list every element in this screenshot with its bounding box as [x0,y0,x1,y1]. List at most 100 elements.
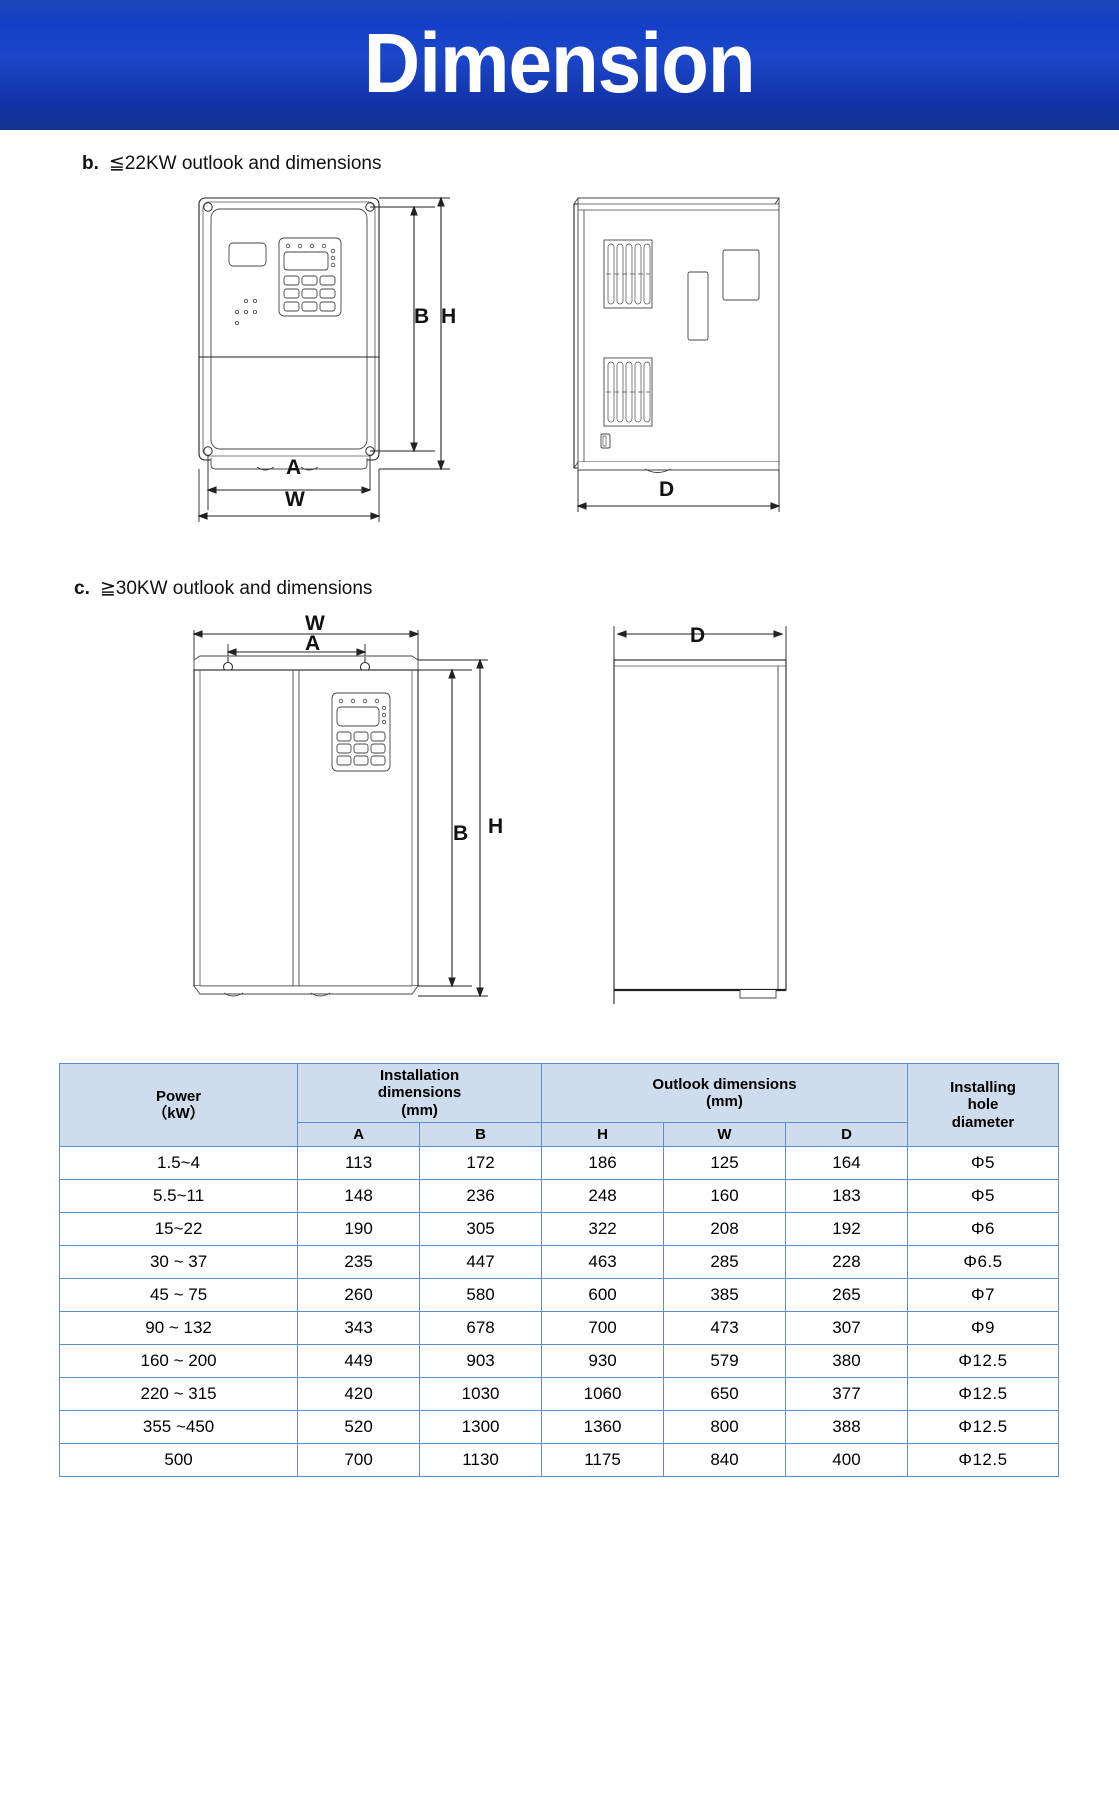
label-b-dimension-B: B [414,305,430,328]
cell-h: 600 [541,1278,665,1312]
label-c-dimension-W: W [305,612,325,635]
header-col-D: D [785,1121,908,1148]
cell-w: 650 [663,1377,786,1411]
cell-hole: Φ12.5 [906,1377,1060,1411]
22kw-side-svg [573,197,781,512]
cell-w: 800 [663,1410,786,1444]
cell-hole: Φ9 [906,1311,1060,1345]
header-installation-line2: dimensions [377,1084,462,1102]
cell-d: 388 [785,1410,908,1444]
cell-b: 580 [419,1278,543,1312]
cell-hole: Φ12.5 [906,1344,1060,1378]
cell-power: 355 ~450 [58,1410,299,1444]
dimensions-table-wrap: Power （kW） Installation dimensions (mm) … [58,1063,1060,1477]
label-c-dimension-A: A [305,632,321,655]
header-power: Power （kW） [58,1063,299,1147]
cell-w: 579 [663,1344,786,1378]
header-power-line2: （kW） [152,1105,205,1122]
label-b-dimension-D: D [659,478,675,501]
table-header-row-1: Power （kW） Installation dimensions (mm) … [58,1063,1060,1147]
cell-power: 90 ~ 132 [58,1311,299,1345]
cell-power: 5.5~11 [58,1179,299,1213]
cell-w: 473 [663,1311,786,1345]
diagram-30kw-side-view [600,608,830,1033]
cell-b: 903 [419,1344,543,1378]
header-power-line1: Power [156,1087,202,1105]
30kw-front-svg [192,630,488,998]
header-outlook-line1: Outlook dimensions [652,1075,797,1093]
cell-power: 500 [58,1443,299,1477]
table-head: Power （kW） Installation dimensions (mm) … [58,1063,1060,1148]
section-b-marker: b. [82,153,99,174]
cell-d: 192 [785,1212,908,1246]
cell-h: 248 [541,1179,665,1213]
cell-power: 160 ~ 200 [58,1344,299,1378]
header-col-W: W [663,1121,786,1148]
cell-a: 420 [297,1377,421,1411]
cell-hole: Φ12.5 [906,1410,1060,1444]
header-outlook-line2: (mm) [706,1092,743,1110]
cell-power: 220 ~ 315 [58,1377,299,1411]
cell-d: 380 [785,1344,908,1378]
cell-w: 385 [663,1278,786,1312]
section-b-text: ≦22KW outlook and dimensions [108,153,382,174]
cell-h: 1060 [541,1377,665,1411]
cell-d: 164 [785,1146,908,1180]
diagram-30kw-front-view [180,608,500,1033]
cell-h: 186 [541,1146,665,1180]
cell-w: 840 [663,1443,786,1477]
cell-b: 172 [419,1146,543,1180]
header-installing-hole-diameter: Installing hole diameter [906,1063,1060,1147]
header-col-H: H [541,1121,665,1148]
cell-a: 260 [297,1278,421,1312]
30kw-side-svg [613,626,787,1004]
cell-power: 15~22 [58,1212,299,1246]
section-b-caption: b. ≦22KW outlook and dimensions [82,152,381,175]
cell-h: 322 [541,1212,665,1246]
header-installation-dimensions: Installation dimensions (mm) [297,1063,543,1123]
label-c-dimension-H: H [488,815,504,838]
cell-hole: Φ7 [906,1278,1060,1312]
label-c-dimension-D: D [690,624,706,647]
cell-w: 208 [663,1212,786,1246]
cell-h: 463 [541,1245,665,1279]
cell-hole: Φ5 [906,1146,1060,1180]
22kw-front-svg [197,196,450,522]
cell-hole: Φ12.5 [906,1443,1060,1477]
cell-a: 343 [297,1311,421,1345]
cell-b: 447 [419,1245,543,1279]
section-c-text: ≧30KW outlook and dimensions [99,578,373,599]
cell-a: 520 [297,1410,421,1444]
header-hole-line1: Installing [950,1079,1016,1097]
cell-h: 700 [541,1311,665,1345]
cell-d: 228 [785,1245,908,1279]
section-c-marker: c. [74,578,90,599]
diagram-22kw-side-view [560,190,820,530]
cell-d: 307 [785,1311,908,1345]
cell-b: 1130 [419,1443,543,1477]
cell-a: 148 [297,1179,421,1213]
header-outlook-dimensions: Outlook dimensions (mm) [541,1063,908,1123]
cell-power: 1.5~4 [58,1146,299,1180]
cell-hole: Φ6.5 [906,1245,1060,1279]
page-banner: Dimension [0,0,1119,130]
header-installation-line1: Installation [380,1067,460,1084]
cell-b: 1300 [419,1410,543,1444]
cell-h: 1360 [541,1410,665,1444]
cell-w: 125 [663,1146,786,1180]
cell-a: 235 [297,1245,421,1279]
cell-b: 236 [419,1179,543,1213]
cell-w: 160 [663,1179,786,1213]
header-installation-line3: (mm) [401,1101,438,1119]
cell-d: 377 [785,1377,908,1411]
header-col-B: B [419,1121,543,1148]
